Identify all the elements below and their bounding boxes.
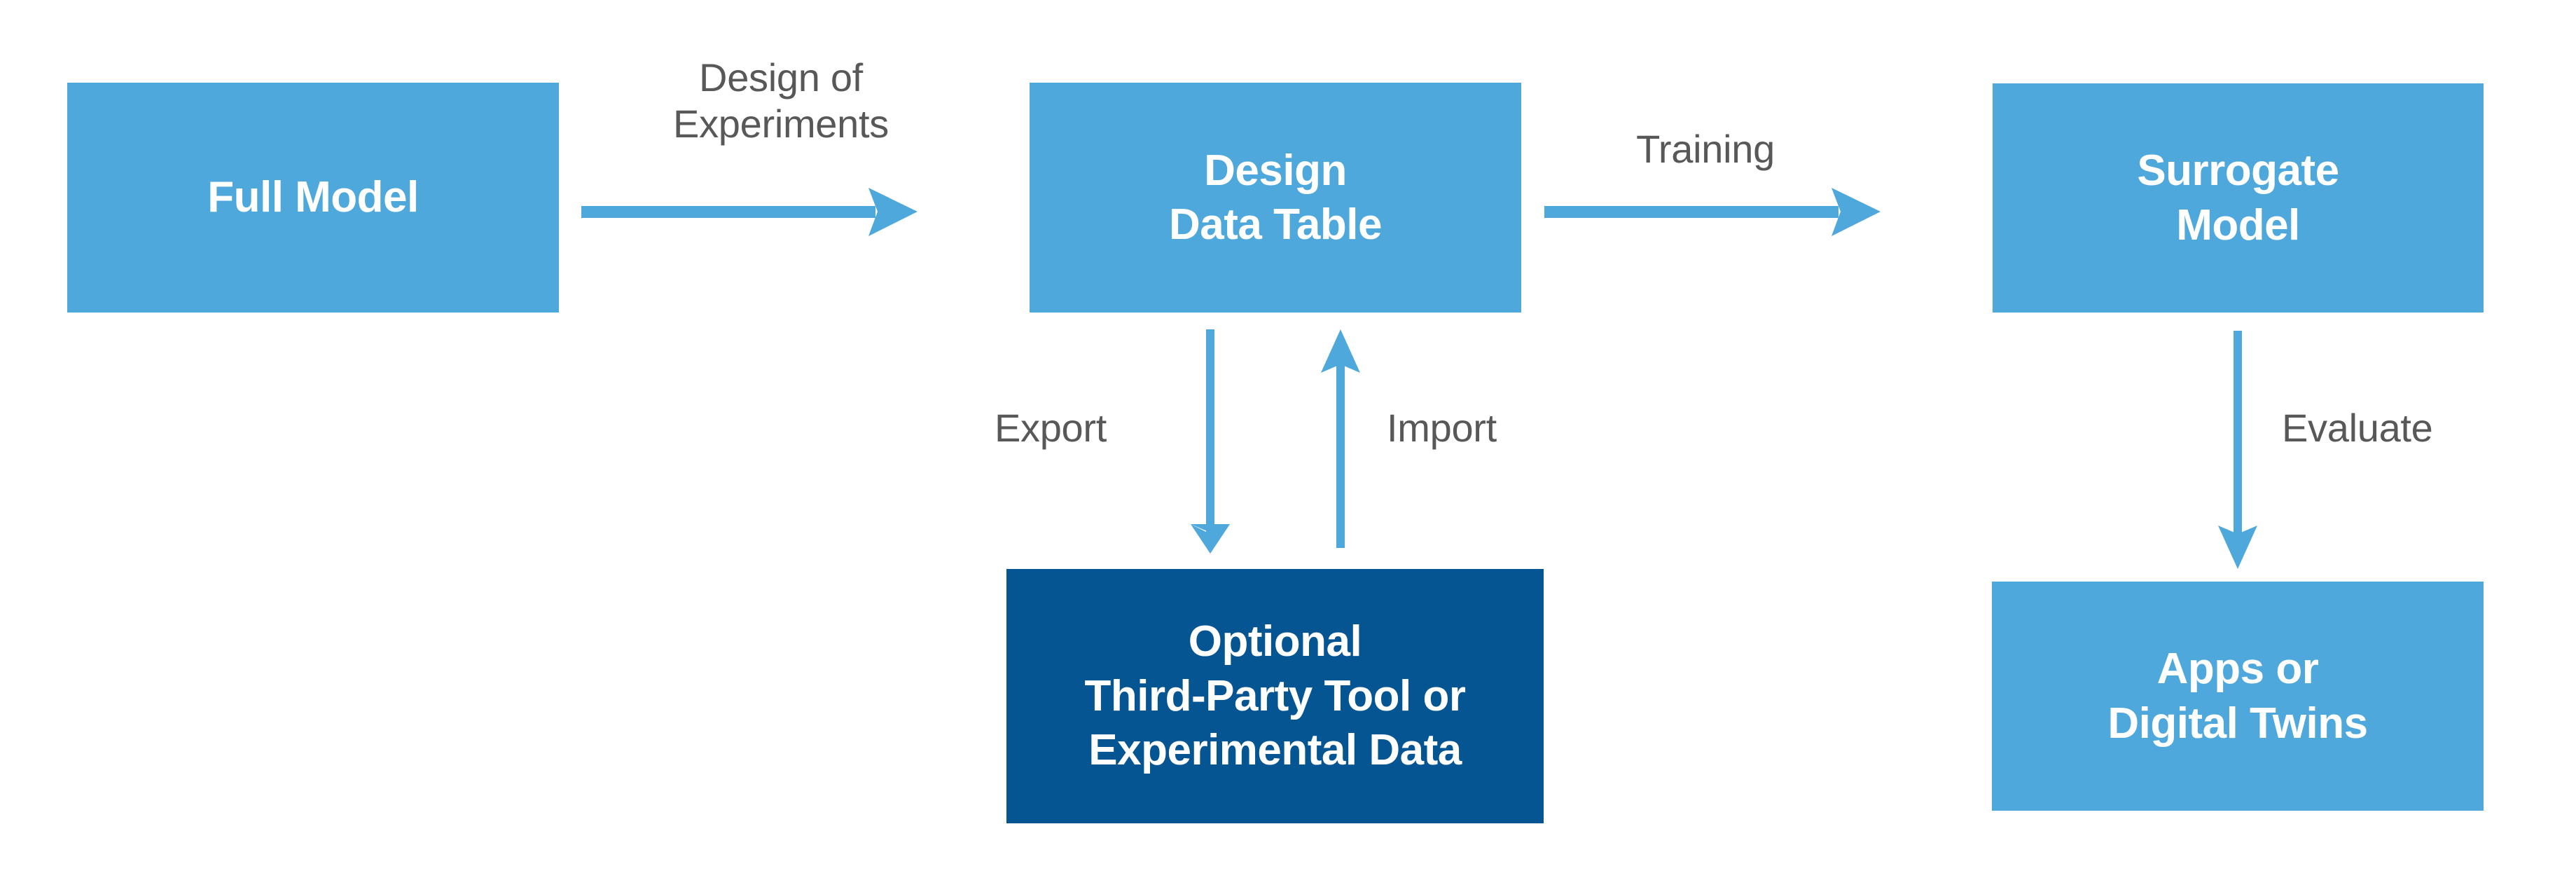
arrow-import — [1321, 329, 1360, 548]
edge-label-training: Training — [1636, 127, 1775, 171]
edge-label-evaluate: Evaluate — [2282, 406, 2433, 450]
edge-label-export: Export — [994, 406, 1107, 450]
edge-label-import: Import — [1387, 406, 1497, 450]
node-full-model[interactable]: Full Model — [67, 83, 559, 313]
arrow-evaluate — [2218, 331, 2257, 569]
arrow-training — [1544, 188, 1881, 236]
node-full-model-label: Full Model — [207, 173, 419, 222]
arrow-export — [1191, 329, 1230, 554]
arrow-design-of-experiments — [581, 188, 917, 236]
